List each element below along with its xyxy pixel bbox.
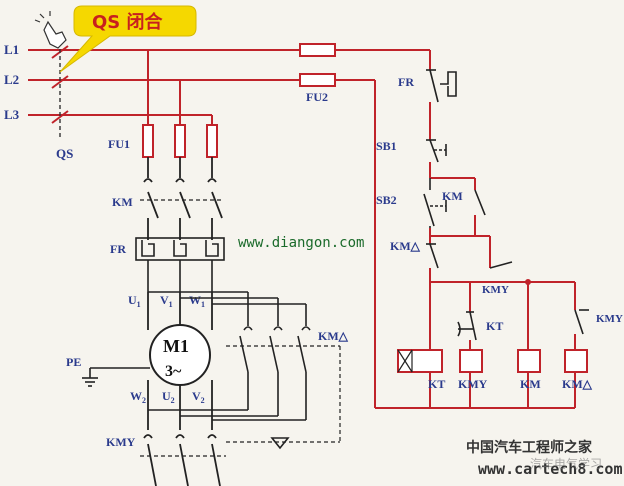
label-u2: U2 [162, 389, 175, 405]
label-km: KM [112, 195, 133, 209]
motor: M1 3~ [147, 292, 213, 430]
kmy-right-contact [574, 309, 589, 335]
label-l2: L2 [4, 72, 19, 87]
label-km-delta-control: KM△ [390, 239, 421, 253]
callout-text: QS 闭合 [92, 11, 164, 33]
coil-label-kmy: KMY [458, 377, 488, 391]
label-kmy-right: KMY [596, 313, 623, 325]
coil-label-km-delta: KM△ [562, 377, 593, 391]
label-qs: QS [56, 146, 73, 161]
kt-delay-contact [457, 311, 477, 341]
junction-dot [525, 279, 531, 285]
watermark-chinese: 中国汽车工程师之家 [466, 439, 593, 456]
kmy-star-contacts [140, 434, 226, 486]
km-hold-contact [474, 189, 486, 216]
label-u1: U1 [128, 293, 141, 309]
control-wires [374, 50, 576, 409]
label-pe: PE [66, 355, 81, 369]
watermark-diangon: www.diangon.com [238, 235, 364, 251]
label-km-control: KM [442, 189, 463, 203]
qs-switch [28, 42, 69, 140]
kmy-control-contact [489, 261, 513, 269]
power-lines [28, 49, 430, 116]
sb1-button [426, 139, 447, 163]
watermark-cartech: www.cartech8.com [478, 460, 623, 478]
ground-icon [82, 367, 150, 387]
label-sb2: SB2 [376, 193, 397, 207]
label-l3: L3 [4, 107, 20, 122]
hand-pointer-icon [34, 11, 67, 49]
qs-callout: QS 闭合 [59, 5, 197, 73]
label-l1: L1 [4, 42, 19, 57]
km-main-contacts [140, 157, 223, 240]
label-w1: W1 [189, 293, 205, 309]
label-kmy-main: KMY [106, 435, 136, 449]
watermark-wechat: 汽车电气学习 [530, 456, 602, 471]
label-fu1: FU1 [108, 137, 130, 151]
coils [397, 349, 588, 373]
fu1-fuses [142, 124, 218, 158]
fr-thermal-relay [135, 237, 225, 292]
label-fr-control: FR [398, 75, 414, 89]
fr-control-contact [426, 69, 457, 103]
label-sb1: SB1 [376, 139, 397, 153]
label-fu2: FU2 [306, 90, 328, 104]
label-fr-main: FR [110, 242, 126, 256]
label-kmy-control: KMY [482, 284, 509, 296]
coil-label-kt: KT [428, 377, 445, 391]
label-v2: V2 [192, 389, 205, 405]
coil-label-km: KM [520, 377, 541, 391]
sb2-button [423, 178, 447, 228]
motor-name: M1 [163, 336, 189, 356]
fu2-fuses [299, 43, 336, 87]
motor-phase: 3~ [165, 363, 182, 380]
km-delta-control-contact [426, 243, 439, 269]
main-wires [147, 50, 213, 125]
label-kt-contact: KT [486, 319, 503, 333]
label-w2: W2 [130, 389, 146, 405]
label-v1: V1 [160, 293, 173, 309]
label-km-delta-main: KM△ [318, 329, 349, 343]
km-delta-contacts [148, 291, 341, 450]
